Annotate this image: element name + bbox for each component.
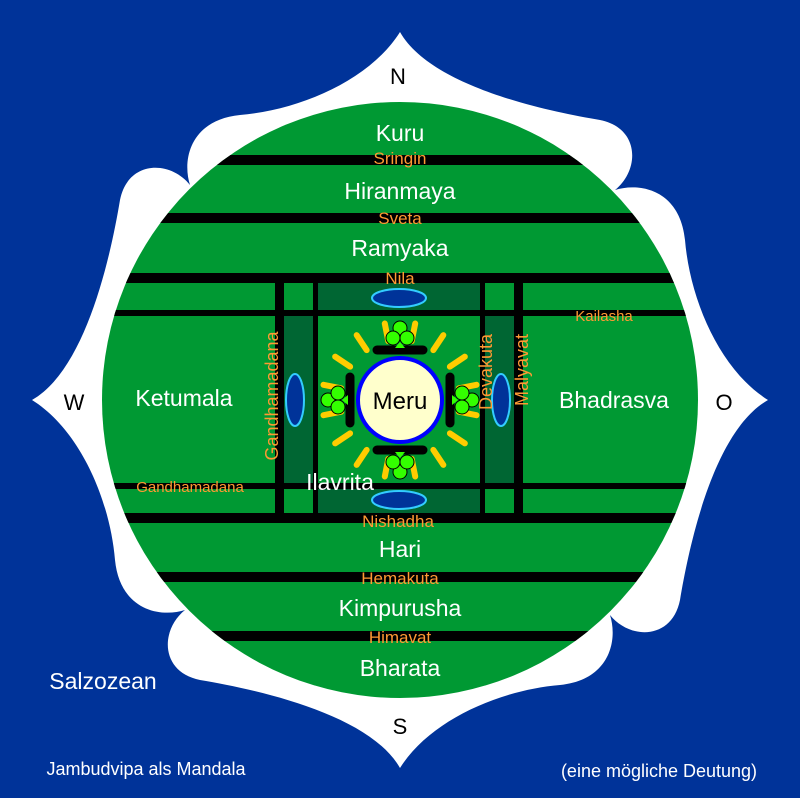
- mountain-hemakuta: Hemakuta: [361, 569, 439, 588]
- lakes: [285, 288, 511, 510]
- region-ketumala: Ketumala: [135, 385, 232, 411]
- sun-ray: [353, 446, 370, 468]
- sun-ray: [430, 446, 447, 468]
- mountain-kailasha: Kailasha: [575, 308, 633, 325]
- sun-ray: [353, 332, 370, 354]
- region-ramyaka: Ramyaka: [351, 235, 448, 261]
- meru-label: Meru: [373, 388, 428, 415]
- region-kimpurusha: Kimpurusha: [339, 595, 462, 621]
- region-hari: Hari: [379, 536, 421, 562]
- region-hiranmaya: Hiranmaya: [344, 178, 455, 204]
- direction-south: S: [393, 714, 408, 739]
- meru-bars: [345, 345, 455, 455]
- region-bhadrasva: Bhadrasva: [559, 387, 669, 413]
- sun-ray: [446, 353, 468, 370]
- region-ilavrita: Ilavrita: [306, 469, 374, 495]
- mountain-sveta: Sveta: [378, 209, 422, 228]
- meru-circle: [356, 356, 444, 444]
- mountain-malyavat: Malyavat: [512, 334, 532, 406]
- sun-ray: [446, 430, 468, 447]
- direction-north: N: [390, 64, 406, 89]
- mountain-sringin: Sringin: [374, 149, 427, 168]
- sun-ray: [430, 332, 447, 354]
- caption-note: (eine mögliche Deutung): [561, 761, 757, 781]
- direction-west: W: [64, 390, 85, 415]
- sun-ray: [332, 430, 354, 447]
- sun-ray: [332, 353, 354, 370]
- ocean-label: Salzozean: [49, 668, 156, 694]
- direction-east: O: [715, 390, 732, 415]
- mountain-nila: Nila: [385, 269, 415, 288]
- mountain-gandhamadana: Gandhamadana: [262, 330, 282, 460]
- mountain-himavat: Himavat: [369, 628, 432, 647]
- mountain-nishadha: Nishadha: [362, 512, 434, 531]
- region-kuru: Kuru: [376, 120, 425, 146]
- mountain-gandhamadana-label: Gandhamadana: [136, 479, 244, 496]
- region-bharata: Bharata: [360, 655, 441, 681]
- caption-title: Jambudvipa als Mandala: [46, 759, 246, 779]
- mountain-devakuta: Devakuta: [476, 333, 496, 410]
